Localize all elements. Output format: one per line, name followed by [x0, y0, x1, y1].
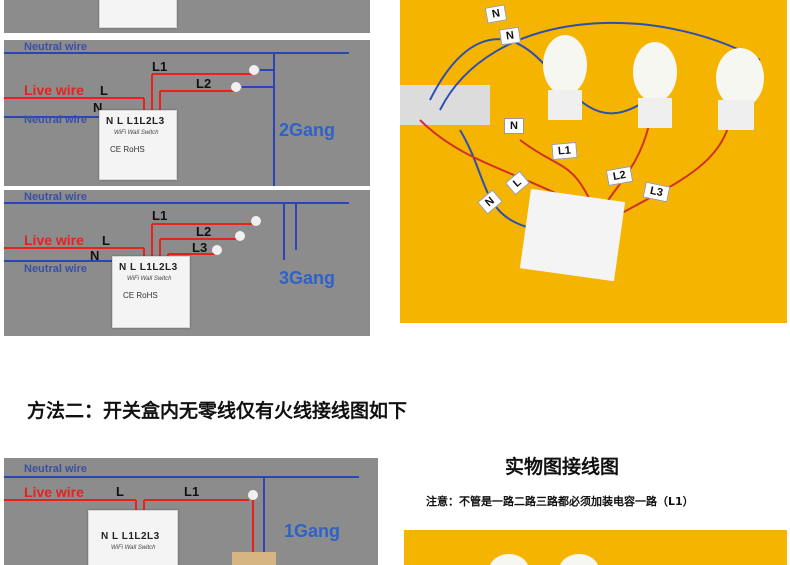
photo-wire-tag: N [484, 4, 508, 24]
switch-module-top [99, 0, 177, 28]
neutral-wire-label: Neutral wire [24, 263, 87, 275]
neutral-wire-label: Neutral wire [24, 191, 87, 203]
photo-wire-tag: N [504, 118, 524, 134]
diagram-panel-2gang: Neutral wire Live wire Neutral wire L N … [4, 40, 370, 186]
terminal-labels: N L L1L2L3 [101, 531, 160, 542]
capacitor-note: 注意：不管是一路二路三路都必须加装电容一路（L1） [426, 495, 694, 508]
neutral-wire-label: Neutral wire [24, 41, 87, 53]
wiring-lines-1gang [4, 476, 359, 565]
wiring-lines-2gang [4, 52, 349, 186]
cert-marks: CE RoHS [110, 145, 145, 154]
capacitor [232, 552, 276, 565]
l-letter: L [102, 233, 110, 248]
cert-marks: CE RoHS [123, 291, 158, 300]
switch-module-2gang: N L L1L2L3 WiFi Wall Switch CE RoHS [99, 110, 177, 180]
switch-title: WiFi Wall Switch [114, 130, 159, 136]
l1-letter: L1 [152, 208, 168, 223]
l2-letter: L2 [196, 224, 212, 239]
bulb-icon [248, 490, 258, 500]
n-letter: N [90, 248, 100, 263]
bulb-icon [231, 82, 241, 92]
gang-label-1: 1Gang [284, 521, 341, 541]
diagram-panel-1gang: Neutral wire Live wire L L1 N L L1L2L3 W… [4, 458, 378, 565]
bulb-icon [249, 65, 259, 75]
method2-heading: 方法二：开关盒内无零线仅有火线接线图如下 [27, 400, 408, 422]
diagram-panel-3gang: Neutral wire Live wire Neutral wire L N … [4, 190, 370, 336]
terminal-labels: N L L1L2L3 [119, 262, 178, 273]
l2-letter: L2 [196, 76, 212, 91]
switch-module-3gang: N L L1L2L3 WiFi Wall Switch CE RoHS [112, 256, 190, 328]
gang-label-3: 3Gang [279, 268, 336, 288]
wiring-photo-bottom [404, 530, 787, 565]
l-letter: L [100, 83, 108, 98]
n-letter: N [93, 100, 103, 115]
switch-module-1gang: N L L1L2L3 WiFi Wall Switch [88, 510, 178, 565]
bulb-icon [235, 231, 245, 241]
switch-title: WiFi Wall Switch [127, 276, 172, 282]
live-wire-label: Live wire [24, 484, 84, 500]
photo-illustration [400, 0, 787, 323]
l3-letter: L3 [192, 240, 208, 255]
photo-wire-tag: N [498, 26, 521, 46]
l1-letter: L1 [184, 484, 200, 499]
neutral-wire-label: Neutral wire [24, 463, 87, 475]
l1-letter: L1 [152, 59, 168, 74]
terminal-labels: N L L1L2L3 [106, 116, 165, 127]
live-wire-label: Live wire [24, 82, 84, 98]
neutral-wire-label: Neutral wire [24, 114, 87, 126]
photo-bottom-illustration [404, 530, 787, 565]
gang-label-2: 2Gang [279, 120, 336, 140]
bulb-icon [212, 245, 222, 255]
l-letter: L [116, 484, 124, 499]
photo-section-heading: 实物图接线图 [505, 456, 620, 478]
bulb-icon [251, 216, 261, 226]
switch-title: WiFi Wall Switch [111, 545, 156, 551]
live-wire-label: Live wire [24, 232, 84, 248]
photo-wire-tag: L1 [551, 141, 578, 161]
diagram-panel-top [4, 0, 370, 33]
